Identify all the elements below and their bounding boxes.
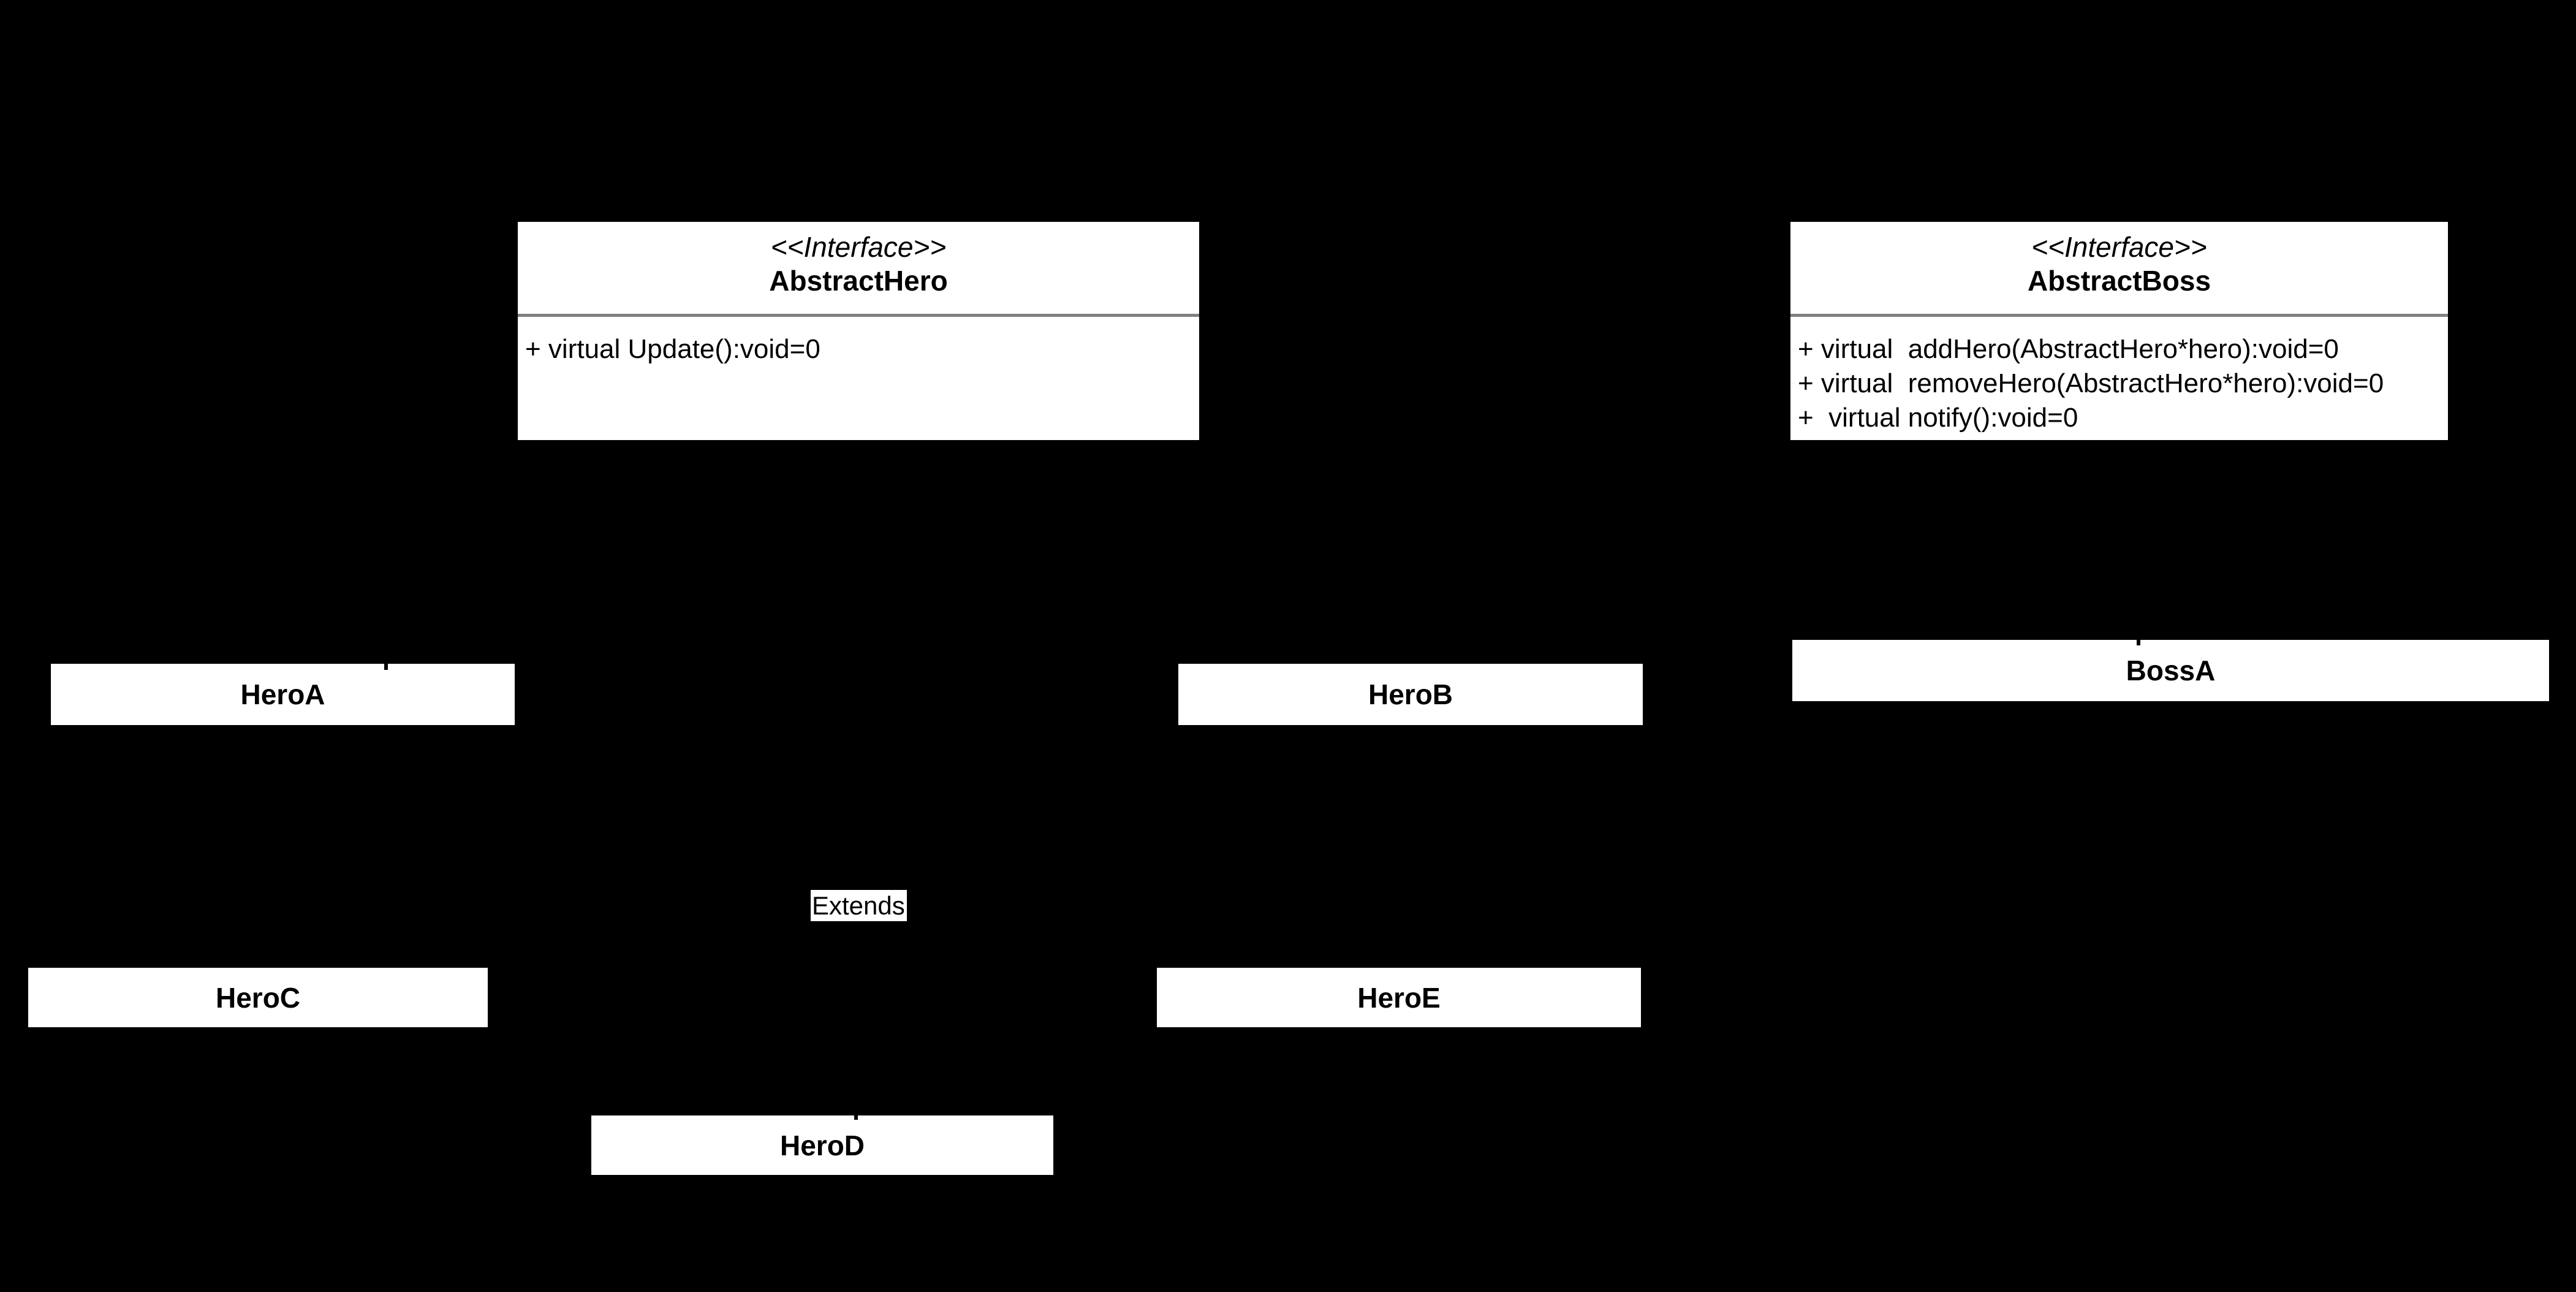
class-name: BossA bbox=[2126, 655, 2216, 686]
connector-stub-heroa bbox=[384, 664, 388, 670]
class-box-abstracthero: <<Interface>> AbstractHero + virtual Upd… bbox=[518, 222, 1199, 440]
section-divider bbox=[518, 314, 1199, 317]
class-box-herob: HeroB bbox=[1178, 664, 1643, 725]
stereotype-label: <<Interface>> bbox=[2031, 231, 2207, 263]
class-name: HeroA bbox=[240, 678, 325, 710]
class-name: HeroD bbox=[779, 1129, 865, 1161]
class-box-heroc: HeroC bbox=[28, 968, 488, 1027]
class-name: AbstractBoss bbox=[2027, 265, 2211, 297]
connector-stub-herod bbox=[854, 1115, 858, 1120]
class-box-heroe: HeroE bbox=[1157, 968, 1641, 1027]
methods-compartment: + virtual Update():void=0 bbox=[518, 317, 1199, 367]
method-row: + virtual addHero(AbstractHero*hero):voi… bbox=[1798, 334, 2339, 364]
connector-stub-bossa bbox=[2137, 640, 2140, 645]
class-box-heroa: HeroA bbox=[51, 664, 515, 725]
class-header: <<Interface>> AbstractHero bbox=[518, 222, 1199, 298]
method-row: + virtual notify():void=0 bbox=[1798, 403, 2078, 433]
class-box-bossa: BossA bbox=[1792, 640, 2549, 701]
methods-compartment: + virtual addHero(AbstractHero*hero):voi… bbox=[1790, 317, 2448, 435]
class-name: HeroB bbox=[1368, 678, 1453, 710]
class-box-herod: HeroD bbox=[591, 1115, 1053, 1175]
class-box-abstractboss: <<Interface>> AbstractBoss + virtual add… bbox=[1790, 222, 2448, 440]
class-name: AbstractHero bbox=[769, 265, 948, 297]
stereotype-label: <<Interface>> bbox=[770, 231, 947, 263]
method-row: + virtual removeHero(AbstractHero*hero):… bbox=[1798, 368, 2384, 398]
class-name: HeroE bbox=[1357, 981, 1441, 1014]
class-header: <<Interface>> AbstractBoss bbox=[1790, 222, 2448, 298]
class-name: HeroC bbox=[215, 981, 301, 1014]
section-divider bbox=[1790, 314, 2448, 317]
method-row: + virtual Update():void=0 bbox=[525, 334, 820, 364]
edge-label-extends: Extends bbox=[811, 890, 907, 921]
